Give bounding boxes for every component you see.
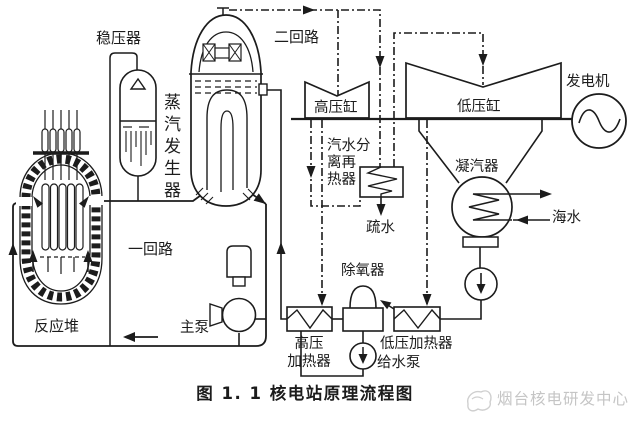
secondary-loop-label: 二回路: [274, 28, 320, 46]
watermark-text: 烟台核电研发中心: [497, 390, 630, 408]
hotwell: [462, 236, 499, 248]
core-outlet-arrow-icon: [33, 196, 43, 208]
lp-heater-label: 低压加热器: [380, 336, 453, 352]
control-rods: [33, 110, 89, 180]
sg-outlet-arrow-icon: [253, 193, 266, 204]
heater-coil-icon: [286, 308, 333, 330]
core-flow-arrow-icon: [83, 250, 93, 262]
reactor-vessel: [16, 110, 104, 305]
condenser-shell: [451, 176, 513, 238]
deaerator-label: 除氧器: [341, 263, 385, 279]
seawater-label: 海水: [552, 210, 581, 226]
condenser-label: 凝汽器: [455, 159, 499, 175]
hp-heater-box: [286, 306, 333, 332]
condenser-coil-icon: [468, 193, 512, 221]
cold-leg-left-arrow-icon: [123, 332, 135, 342]
pressurizer-vessel: [119, 69, 157, 177]
primary-loop-label: 一回路: [128, 240, 174, 258]
feedwater-pump-label: 给水泵: [377, 355, 421, 371]
heater-coil-icon: [393, 308, 441, 330]
core-flow-arrow-icon: [28, 250, 38, 262]
feedwater-piping: [267, 89, 482, 377]
cold-leg-up-arrow-icon: [8, 243, 18, 255]
steam-lines: [229, 5, 488, 306]
condensate-pump-icon: [464, 267, 498, 301]
fuel-assemblies: [40, 183, 85, 274]
reactor-label: 反应堆: [34, 317, 80, 335]
reactor-wall-hatch: [21, 154, 101, 302]
lp-cylinder-label: 低压缸: [457, 99, 501, 115]
figure-caption: 图 1. 1 核电站原理流程图: [196, 384, 414, 403]
hp-heater-label: 高压 加热器: [287, 336, 331, 370]
steam-generator-label: 蒸汽发生器: [164, 93, 181, 201]
core-outlet-arrow-icon: [79, 196, 89, 208]
hp-extraction-arrow-icon: [317, 294, 327, 306]
deaerator-vessel: [342, 285, 384, 332]
drain-label: 疏水: [366, 220, 395, 236]
sine-wave-icon: [578, 109, 621, 133]
steam-generator-vessel: [189, 7, 268, 207]
main-pump-label: 主泵: [180, 320, 209, 336]
reheat-steam-down-arrow-icon: [375, 56, 385, 68]
hp-exhaust-arrow-icon: [306, 166, 316, 178]
lp-extraction-arrow-icon: [422, 294, 432, 306]
deaerator-inlet-arrow-icon: [380, 300, 392, 310]
feedwater-nozzle: [258, 83, 268, 96]
lp-turbine: [405, 61, 562, 119]
generator-label: 发电机: [566, 74, 610, 90]
seawater-in-arrow-icon: [516, 215, 528, 225]
lp-inlet-arrow-icon: [478, 54, 488, 66]
msr-label: 汽水分 离再 热器: [327, 138, 371, 189]
turbine-train: [291, 61, 627, 149]
cooling-water-out-arrow-icon: [540, 189, 552, 199]
pressurizer-label: 稳压器: [96, 29, 142, 47]
condenser-assembly: [418, 119, 552, 301]
hp-cylinder-label: 高压缸: [314, 100, 358, 116]
feedwater-pump-icon: [349, 342, 377, 370]
drain-arrow-icon: [376, 204, 386, 216]
watermark-logo-icon: [467, 390, 492, 412]
reheater-coil-icon: [365, 166, 398, 197]
moisture-separator-reheater: [359, 166, 404, 216]
relief-valve-icon: [129, 77, 147, 90]
lp-heater-box: [393, 306, 441, 332]
main-steam-arrow-icon: [303, 5, 315, 15]
feedwater-up-arrow-icon: [276, 242, 286, 254]
hp-turbine: [304, 80, 370, 119]
main-pump-icon: [209, 245, 257, 333]
